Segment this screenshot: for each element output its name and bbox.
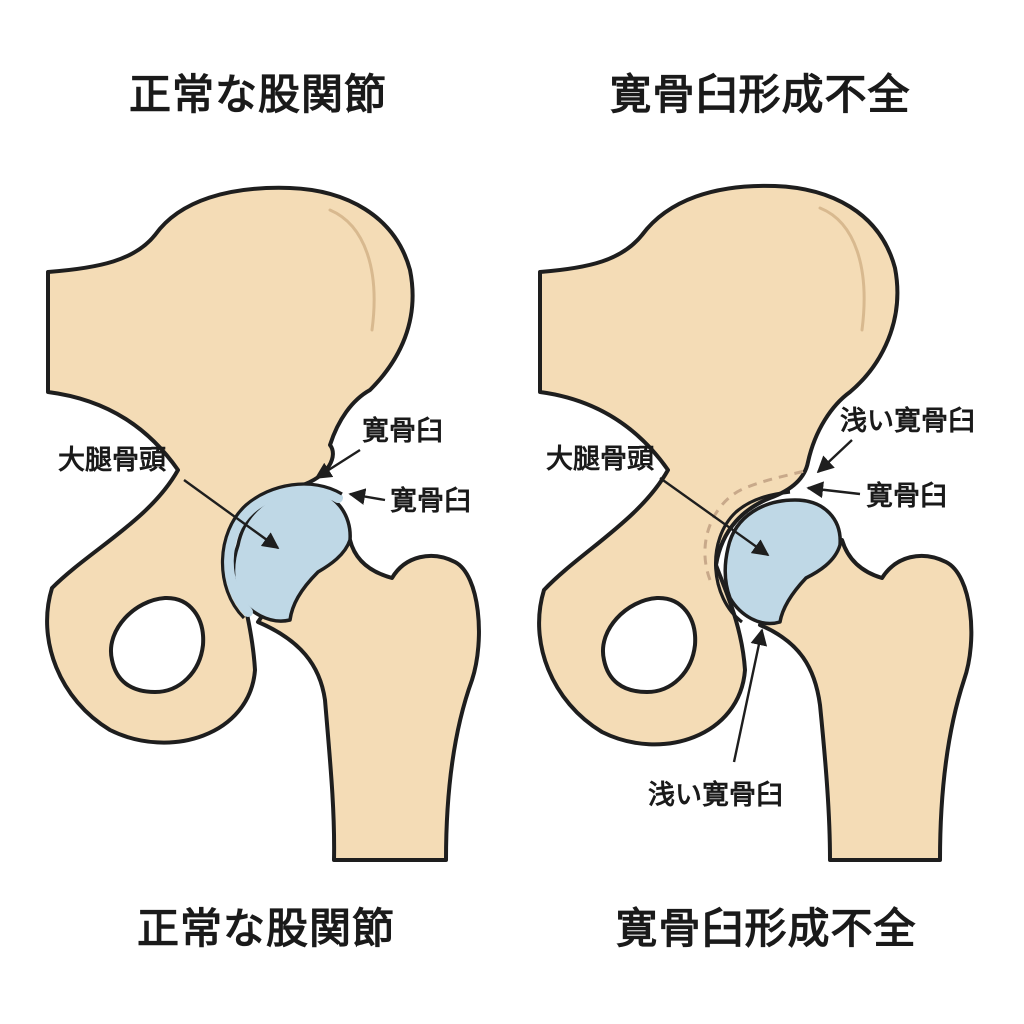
normal-acetabulum-rim bbox=[220, 482, 343, 620]
dysplasia-femur bbox=[758, 537, 974, 862]
dysplasia-acetabulum-rim bbox=[714, 490, 791, 624]
normal-femur bbox=[256, 537, 481, 862]
normal-obturator-foramen bbox=[108, 595, 206, 695]
normal-arrow-acetabulum-1 bbox=[314, 448, 361, 480]
normal-title-top: 正常な股関節 bbox=[128, 70, 388, 119]
dysplasia-title-top: 寛骨臼形成不全 bbox=[609, 70, 911, 119]
dysplasia-arrow-head bbox=[659, 477, 770, 556]
normal-hip-panel bbox=[45, 185, 481, 862]
normal-title-bottom: 正常な股関節 bbox=[136, 904, 396, 953]
dysplasia-arrow-shallow-bottom bbox=[732, 628, 768, 763]
dysplasia-label-shallow-bottom: 浅い寛骨臼 bbox=[648, 780, 783, 811]
dysplasia-ilium-ridge bbox=[818, 206, 866, 332]
dysplasia-arrow-shallow-top bbox=[816, 439, 853, 474]
normal-acetabulum-lining bbox=[223, 484, 343, 617]
dysplasia-title-bottom: 寛骨臼形成不全 bbox=[615, 904, 917, 953]
normal-label-acetabulum-1: 寛骨臼 bbox=[362, 416, 443, 447]
dysplasia-obturator-foramen bbox=[600, 595, 698, 695]
dysplasia-label-shallow-top: 浅い寛骨臼 bbox=[840, 406, 975, 437]
dysplasia-normal-outline-dashed bbox=[703, 468, 809, 581]
dysplasia-femoral-head bbox=[723, 498, 842, 626]
normal-label-femoral-head: 大腿骨頭 bbox=[58, 445, 166, 476]
dysplasia-pelvis bbox=[537, 183, 900, 747]
normal-ilium-ridge bbox=[328, 208, 376, 332]
dysplasia-label-femoral-head: 大腿骨頭 bbox=[546, 444, 654, 475]
dysplasia-hip-panel bbox=[537, 183, 974, 862]
normal-arrow-head bbox=[183, 479, 280, 549]
normal-arrow-acetabulum-2 bbox=[348, 488, 386, 505]
normal-label-acetabulum-2: 寛骨臼 bbox=[390, 486, 471, 517]
dysplasia-arrow-acetabulum bbox=[806, 481, 861, 499]
dysplasia-label-acetabulum: 寛骨臼 bbox=[866, 481, 947, 512]
